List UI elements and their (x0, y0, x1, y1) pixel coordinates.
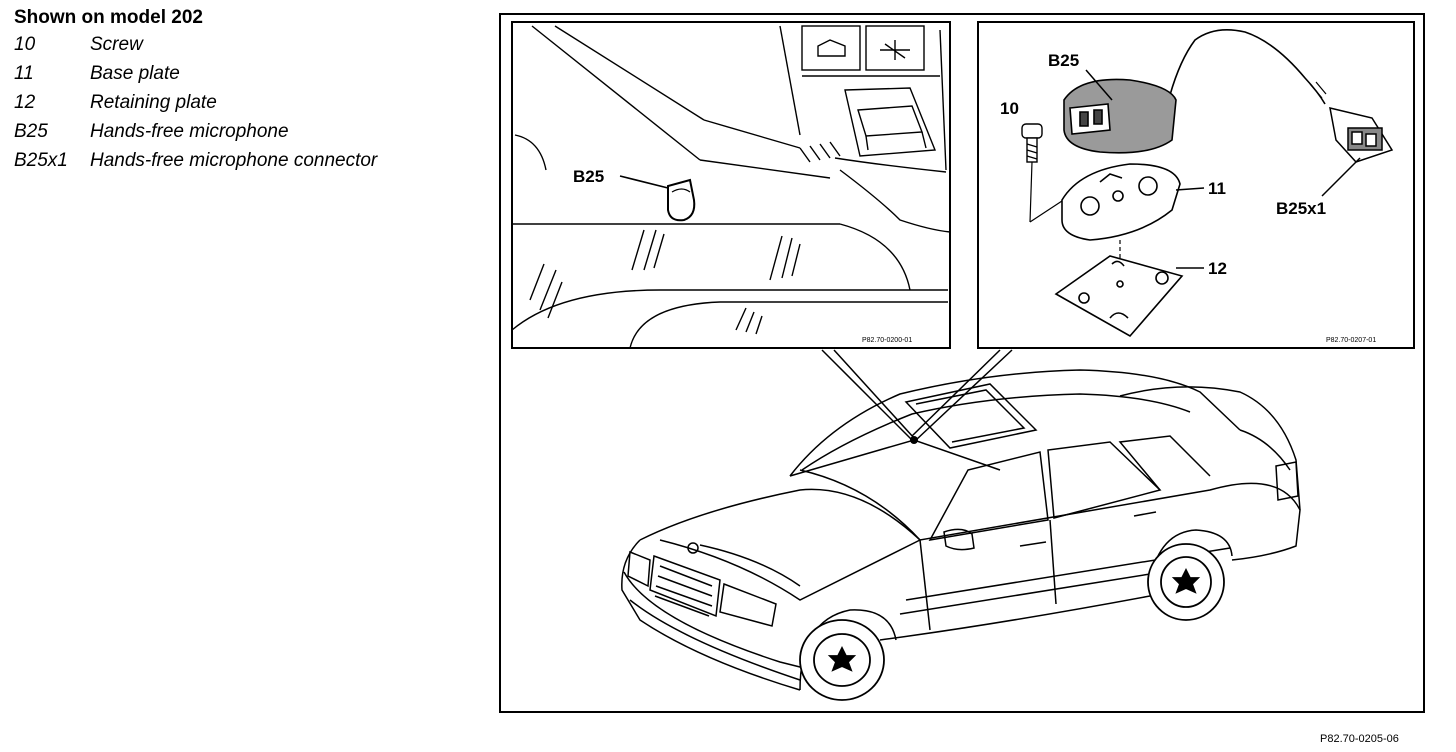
inset-right: B25 10 11 12 B25x1 P82.70-0207-01 (977, 21, 1415, 349)
label-b25-left: B25 (573, 167, 604, 186)
legend-item: B25 Hands-free microphone (14, 117, 377, 146)
figure-frame (499, 13, 1425, 713)
legend-code: B25x1 (14, 150, 68, 171)
legend-text: Hands-free microphone connector (90, 150, 378, 171)
legend-text: Screw (90, 34, 143, 55)
label-10: 10 (1000, 99, 1019, 118)
base-plate-11-shape (1061, 163, 1181, 241)
legend-item: 12 Retaining plate (14, 88, 377, 117)
inset-right-frame (977, 21, 1415, 349)
connector-b25x1-shape (1329, 107, 1394, 163)
legend-title: Shown on model 202 (14, 7, 203, 28)
legend-code: 10 (14, 34, 36, 55)
interior-headliner-drawing (511, 25, 951, 349)
legend-item: B25x1 Hands-free microphone connector (14, 146, 377, 175)
legend-item: 11 Base plate (14, 59, 377, 88)
legend-code: B25 (14, 121, 48, 142)
legend-code: 12 (14, 92, 36, 113)
car-drawing (621, 369, 1301, 691)
label-11: 11 (1208, 179, 1226, 198)
legend-text: Retaining plate (90, 92, 217, 113)
inset-left: B25 P82.70-0200-01 (511, 21, 951, 349)
legend-item: 10 Screw (14, 30, 377, 59)
leader-line (1175, 187, 1205, 191)
label-12: 12 (1208, 259, 1227, 278)
microphone-b25-shape (667, 178, 696, 222)
inset-right-ref: P82.70-0207-01 (1326, 337, 1376, 344)
retaining-plate-12-shape (1054, 255, 1184, 338)
label-b25x1: B25x1 (1276, 199, 1326, 218)
legend-text: Hands-free microphone (90, 121, 289, 142)
label-b25-right: B25 (1048, 51, 1079, 70)
microphone-b25-exploded (1063, 78, 1177, 154)
figure-ref: P82.70-0205-06 (1320, 733, 1399, 745)
leader-line (1321, 157, 1361, 197)
legend-text: Base plate (90, 63, 180, 84)
legend-code: 11 (14, 63, 34, 84)
legend: Shown on model 202 10 Screw 11 Base plat… (14, 6, 377, 175)
inset-left-ref: P82.70-0200-01 (862, 337, 912, 344)
leader-line (1085, 69, 1113, 101)
front-wheel (799, 619, 885, 701)
pointer-cones (821, 349, 1013, 441)
leader-line (619, 175, 669, 189)
rear-wheel (1147, 543, 1225, 621)
